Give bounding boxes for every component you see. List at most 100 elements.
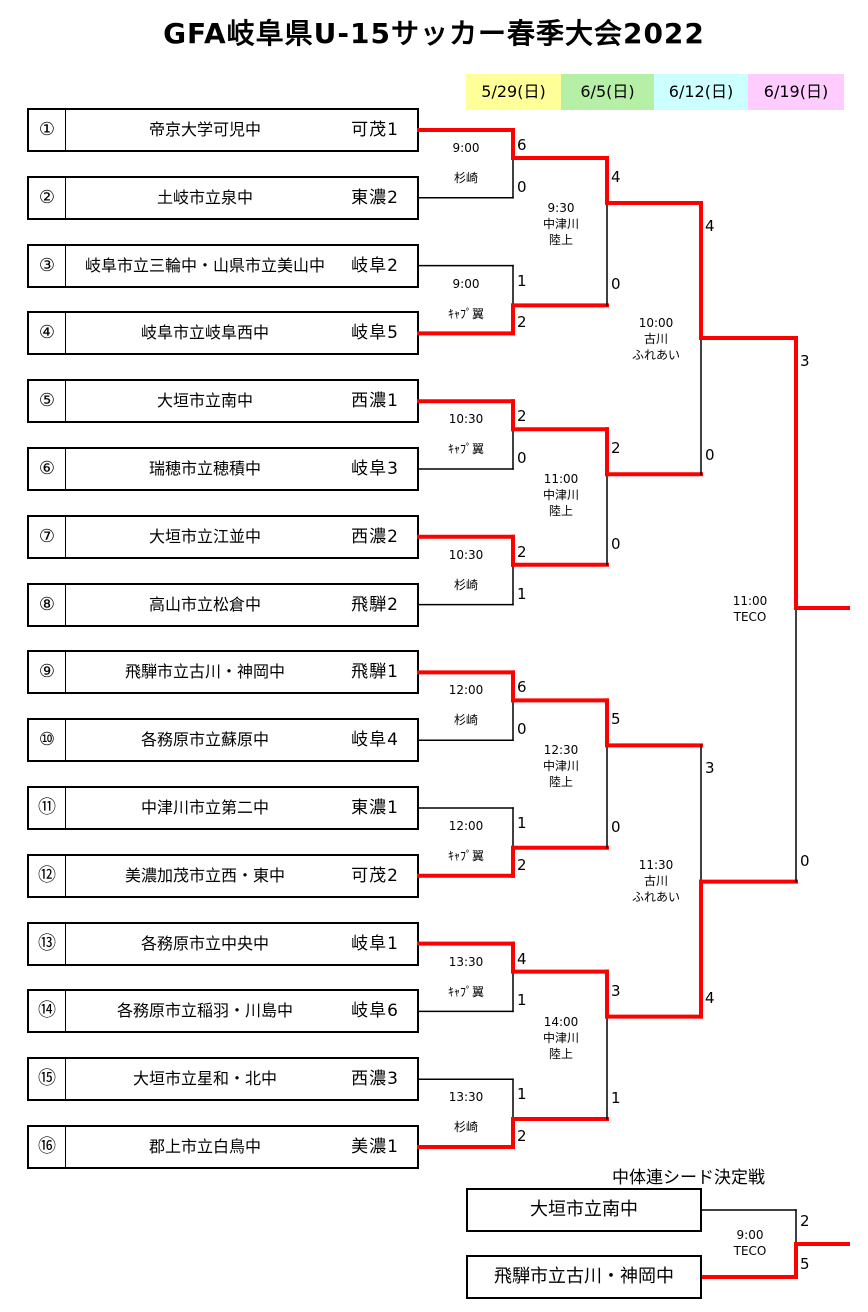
team-name: 岐阜市立三輪中・山県市立美山中 <box>84 255 325 275</box>
match-time: 10:00 <box>638 316 674 330</box>
page-title: GFA岐阜県U-15サッカー春季大会2022 <box>163 17 705 50</box>
match-venue: 杉崎 <box>453 1120 478 1135</box>
match-venue: 杉崎 <box>453 171 478 185</box>
match-venue: ｷｬﾌﾟ翼 <box>447 306 484 321</box>
match-time: 11:30 <box>638 858 674 873</box>
team-number: ⑨ <box>29 652 66 693</box>
score-top: 2 <box>517 542 527 561</box>
team-seed: 西濃3 <box>351 1069 399 1090</box>
team-number: ⑪ <box>29 788 66 828</box>
score-top: 1 <box>517 1085 527 1104</box>
team-number: ⑫ <box>29 855 66 896</box>
team-number: ⑥ <box>29 449 66 489</box>
score-top: 3 <box>705 759 715 778</box>
score-top: 2 <box>517 407 527 426</box>
team-seed: 岐阜2 <box>351 255 399 276</box>
score-bottom: 0 <box>800 851 810 870</box>
score-bottom: 1 <box>517 584 527 603</box>
team-number: ③ <box>29 245 66 286</box>
team-name: 瑞穂市立穂積中 <box>148 459 261 478</box>
match-time: 13:30 <box>448 954 484 969</box>
match-time: 11:00 <box>732 594 768 608</box>
team-number: ⑤ <box>29 381 66 422</box>
team-seed: 岐阜6 <box>351 1001 399 1022</box>
team-row: ① 帝京大学可児中 可茂1 <box>27 108 419 152</box>
score-top: 2 <box>611 439 621 458</box>
score-top: 1 <box>517 814 527 832</box>
team-name: 帝京大学可児中 <box>148 120 261 139</box>
team-seed: 東濃1 <box>351 798 399 818</box>
seed-match-title: 中体連シード決定戦 <box>612 1168 765 1188</box>
team-seed: 美濃1 <box>351 1137 399 1157</box>
team-name: 岐阜市立岐阜西中 <box>140 323 269 343</box>
team-number: ④ <box>29 313 66 354</box>
match-time: 9:30 <box>547 201 575 215</box>
match-info: 9:00 杉崎 <box>424 140 508 186</box>
round-date-header: 5/29(日) <box>466 74 561 110</box>
team-number: ⑧ <box>29 584 66 625</box>
match-time: 13:30 <box>448 1090 484 1105</box>
score-bottom: 0 <box>611 817 621 836</box>
match-venue: 中津川 陸上 <box>542 759 579 790</box>
score-bottom: 2 <box>517 313 527 332</box>
match-info: 13:30 杉崎 <box>424 1089 508 1135</box>
match-venue: ｷｬﾌﾟ翼 <box>447 849 484 863</box>
round-date-header: 6/5(日) <box>561 74 654 110</box>
score-bottom: 0 <box>705 446 715 465</box>
match-venue: 中津川 陸上 <box>542 488 579 519</box>
match-time: 9:00 <box>736 1228 764 1242</box>
match-venue: 中津川 陸上 <box>542 1030 579 1061</box>
team-seed: 岐阜5 <box>351 323 399 344</box>
match-venue: 杉崎 <box>453 577 478 592</box>
score-bottom: 0 <box>517 449 527 467</box>
team-name: 各務原市立蘇原中 <box>140 730 269 750</box>
team-number: ⑯ <box>29 1127 66 1167</box>
match-venue: 古川 ふれあい <box>631 332 680 362</box>
match-venue: TECO <box>733 610 767 624</box>
team-name: 美濃加茂市立西・東中 <box>124 865 285 885</box>
match-info: 10:30 杉崎 <box>424 547 508 593</box>
score-top: 4 <box>705 217 715 235</box>
match-time: 12:00 <box>448 683 484 698</box>
match-venue: ｷｬﾌﾟ翼 <box>447 442 484 457</box>
score-top: 6 <box>517 136 527 154</box>
match-time: 12:30 <box>543 743 579 758</box>
team-seed: 西濃2 <box>351 526 399 547</box>
match-time: 14:00 <box>543 1014 579 1029</box>
team-number: ② <box>29 177 66 218</box>
team-row: ④ 岐阜市立岐阜西中 岐阜5 <box>27 311 419 356</box>
match-time: 11:00 <box>543 472 579 487</box>
team-name: 土岐市立泉中 <box>156 187 253 207</box>
team-seed: 可茂1 <box>351 120 399 140</box>
team-number: ⑩ <box>29 720 66 761</box>
score-bottom: 5 <box>800 1255 810 1273</box>
team-seed: 飛騨1 <box>351 662 399 683</box>
team-number: ① <box>29 110 66 150</box>
match-info: 10:00 古川 ふれあい <box>614 315 698 363</box>
match-time: 10:30 <box>448 547 484 562</box>
match-time: 9:00 <box>452 141 480 155</box>
team-name: 飛騨市立古川・神岡中 <box>124 662 285 682</box>
match-venue: 中津川 陸上 <box>542 217 579 247</box>
seed-match-team-bottom: 飛騨市立古川・神岡中 <box>466 1255 702 1299</box>
team-name: 大垣市立江並中 <box>148 526 261 546</box>
team-name: 郡上市立白鳥中 <box>148 1137 261 1156</box>
team-name: 大垣市立南中 <box>156 391 253 411</box>
